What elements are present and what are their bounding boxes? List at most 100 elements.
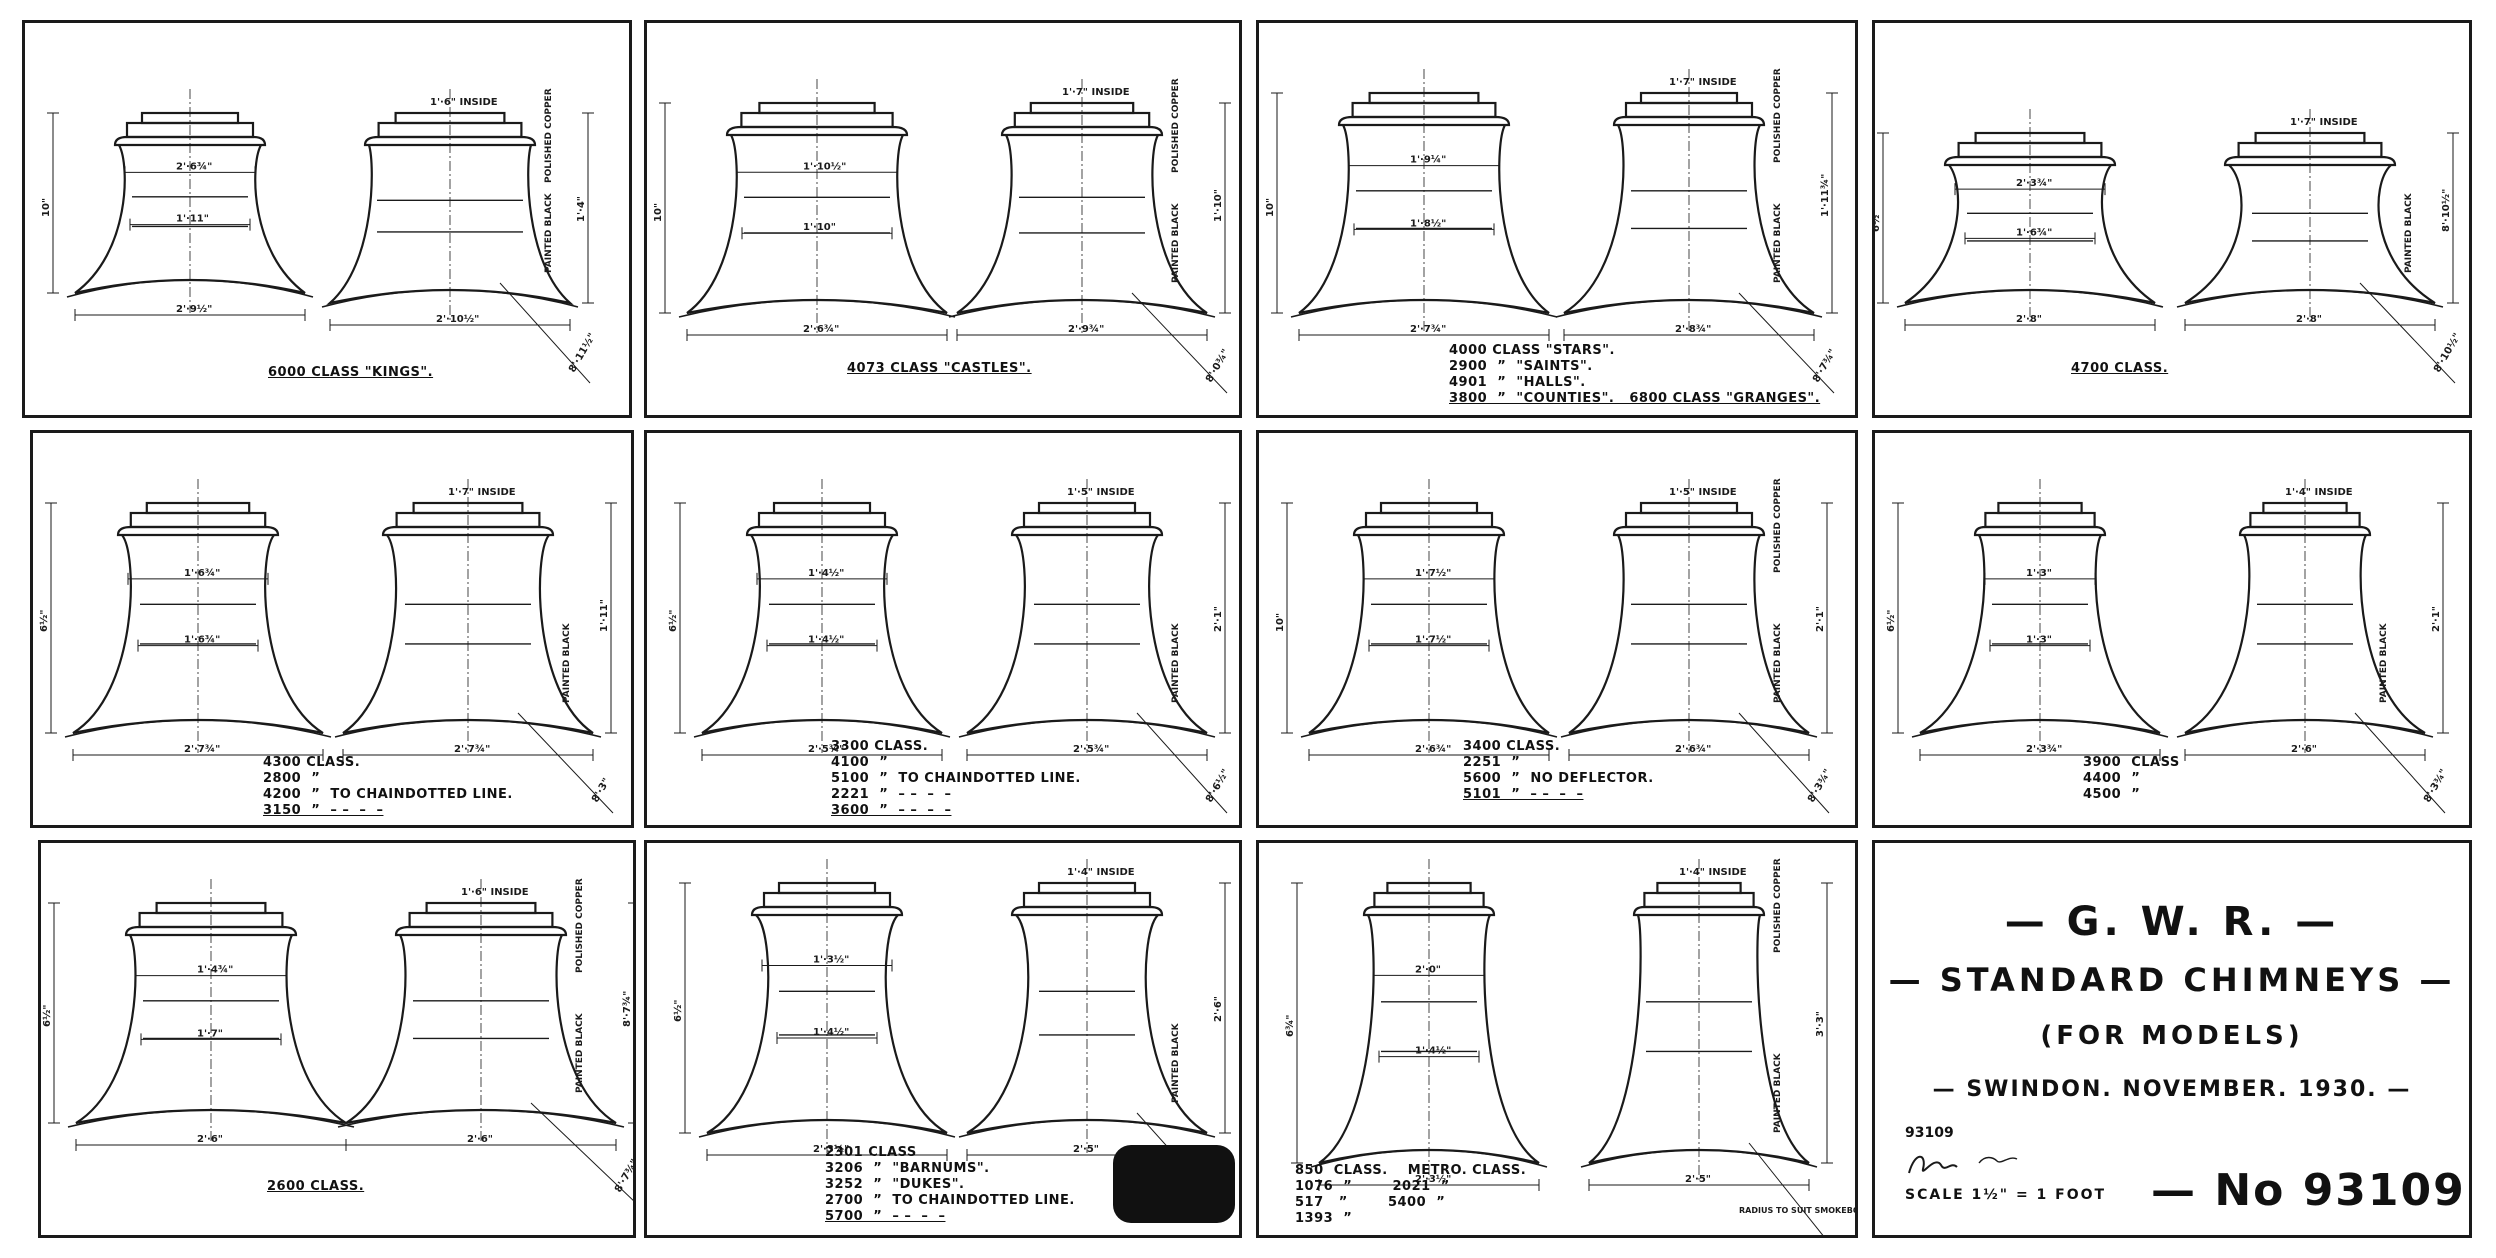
finish-note: PAINTED BLACK — [1171, 202, 1181, 283]
class-line: 2251 ” — [1463, 755, 1521, 770]
panel-2600: 2'·6"2'·6"1'·7"1'·4¾"6½"8'·7¾"1'·6" INSI… — [38, 840, 636, 1238]
dimension-line — [1318, 1179, 1540, 1191]
dimension-label: 2'·5¾" — [808, 744, 844, 755]
dimension-line — [701, 749, 943, 761]
dimension-label: 2'·7¾" — [454, 744, 490, 755]
dimension-label: 10" — [1275, 613, 1286, 632]
panel-4700: 2'·8"2'·8"1'·6¾"2'·3¾"6½"8'·10½"1'·7" IN… — [1872, 20, 2472, 418]
dimension-line — [1373, 969, 1485, 982]
class-line: 4000 CLASS "STARS". — [1449, 343, 1615, 358]
dimension-label: 1'·10½" — [803, 161, 846, 172]
dimension-label: 2'·1" — [1213, 606, 1224, 632]
dimension-label: 1'·10" — [1213, 189, 1224, 222]
radius-line — [1748, 1142, 1824, 1235]
inside-dim-label: 1'·7" INSIDE — [448, 487, 516, 498]
dimension-line — [140, 1033, 282, 1046]
radius-line — [1131, 292, 1228, 394]
dimension-label: 10" — [1265, 198, 1276, 217]
chimney-section — [678, 79, 956, 333]
finish-note: PAINTED BLACK — [1773, 622, 1783, 703]
finish-note: PAINTED BLACK — [1171, 622, 1181, 703]
class-line: 2301 CLASS — [825, 1145, 917, 1160]
finish-note: PAINTED BLACK — [575, 1012, 585, 1093]
inside-dim-label: 1'·7" INSIDE — [2290, 117, 2358, 128]
dimension-line — [342, 749, 594, 761]
dimension-label: 10" — [41, 198, 52, 217]
panel-4300: 2'·7¾"2'·7¾"1'·6¾"1'·6¾"6½"1'·11"1'·7" I… — [30, 430, 634, 828]
class-line: 4100 ” — [831, 755, 889, 770]
dimension-line — [1877, 132, 1889, 304]
panel-2301: 2'·3½"2'·5"1'·4½"1'·3½"6½"2'·6"1'·4" INS… — [644, 840, 1242, 1238]
dimension-line — [124, 166, 256, 179]
dimension-label: 8'·10½" — [2441, 189, 2452, 232]
panel-caption: 2600 CLASS. — [267, 1179, 365, 1194]
finish-note: PAINTED BLACK — [544, 192, 554, 273]
dimension-line — [345, 1139, 617, 1151]
dimension-label: 1'·7½" — [1415, 635, 1451, 646]
panel-4073-castles: 2'·6¾"2'·9¾"1'·10"1'·10½"10"1'·10"1'·7" … — [644, 20, 1242, 418]
inside-dim-label: 1'·4" INSIDE — [2285, 487, 2353, 498]
class-line: 3206 ” "BARNUMS". — [825, 1161, 990, 1176]
dimension-line — [1821, 882, 1833, 1164]
dimension-line — [137, 639, 259, 652]
chimney-drawing: 2'·3¾"2'·6"1'·3"1'·3"6½"2'·1"1'·4" INSID… — [1886, 479, 2450, 814]
dimension-label: 3'·3" — [1815, 1011, 1826, 1037]
dimension-line — [1588, 1179, 1810, 1191]
dimension-line — [1298, 329, 1550, 341]
chimney-drawing: 2'·5¾"2'·5¾"1'·4½"1'·4½"6½"2'·1"1'·5" IN… — [668, 479, 1232, 814]
chimney-elevation — [1580, 859, 1818, 1183]
dimension-line — [1954, 183, 2106, 196]
panel-caption: 4073 CLASS "CASTLES". — [847, 361, 1032, 376]
chimney-elevation — [958, 859, 1216, 1153]
dimension-line — [761, 959, 893, 972]
dimension-label: 2'·0" — [1415, 964, 1441, 975]
title-for-models: (FOR MODELS) — [2040, 1021, 2304, 1051]
dimension-label: 2'·6" — [197, 1134, 223, 1145]
chimney-elevation — [2176, 479, 2434, 753]
radius-label: 8'·11½" — [567, 332, 598, 375]
chimney-section — [1290, 69, 1558, 333]
chimney-elevation — [334, 479, 602, 753]
radius-label: 8'·3¾" — [2422, 768, 2450, 805]
chimney-section — [64, 479, 332, 753]
dimension-label: 2'·5" — [1073, 1144, 1099, 1155]
dimension-line — [1826, 92, 1838, 314]
chimney-section — [66, 89, 314, 313]
dimension-line — [48, 902, 60, 1124]
dimension-line — [674, 502, 686, 734]
chimney-drawing: 2'·6¾"2'·6¾"1'·7½"1'·7½"10"2'·1"1'·5" IN… — [1275, 478, 1834, 814]
chimney-elevation — [1560, 479, 1818, 753]
dimension-line — [1271, 92, 1283, 314]
dimension-label: 2'·9½" — [176, 304, 212, 315]
dimension-line — [1219, 882, 1231, 1134]
radius-label: 8'·10½" — [2432, 332, 2463, 375]
inside-dim-label: 1'·7" INSIDE — [1062, 87, 1130, 98]
dimension-line — [966, 749, 1208, 761]
dimension-line — [1378, 1050, 1480, 1063]
dimension-line — [1348, 159, 1500, 172]
dimension-label: 1'·7" — [197, 1028, 223, 1039]
chimney-drawing: 2'·8"2'·8"1'·6¾"2'·3¾"6½"8'·10½"1'·7" IN… — [1875, 109, 2463, 384]
dimension-label: 1'·6¾" — [184, 635, 220, 646]
dimension-label: 2'·8" — [2016, 314, 2042, 325]
chimney-drawing: 2'·7¾"2'·7¾"1'·6¾"1'·6¾"6½"1'·11"1'·7" I… — [39, 479, 617, 814]
dimension-line — [1563, 329, 1815, 341]
class-line: 5700 ” – – – – — [825, 1209, 946, 1224]
dimension-label: 1'·4½" — [1415, 1046, 1451, 1057]
dimension-line — [1353, 223, 1495, 236]
dimension-line — [1308, 749, 1550, 761]
chimney-section — [693, 479, 951, 753]
dimension-line — [47, 112, 59, 294]
dimension-label: 6½" — [1875, 209, 1882, 232]
chimney-section — [1911, 479, 2169, 753]
dimension-line — [582, 112, 594, 304]
radius-label: 8'·0¾" — [1204, 348, 1232, 385]
official-stamp — [1113, 1145, 1235, 1223]
dimension-label: 6½" — [668, 609, 679, 632]
class-line: 4300 CLASS. — [263, 755, 361, 770]
dimension-label: 2'·1" — [1815, 606, 1826, 632]
panel-850-metro: 2'·3½"2'·5"1'·4½"2'·0"6¾"3'·3"1'·4" INSI… — [1256, 840, 1858, 1238]
chimney-elevation — [2176, 109, 2444, 323]
class-line: 1076 ” 2021 ” — [1295, 1179, 1450, 1194]
dimension-line — [74, 309, 306, 321]
